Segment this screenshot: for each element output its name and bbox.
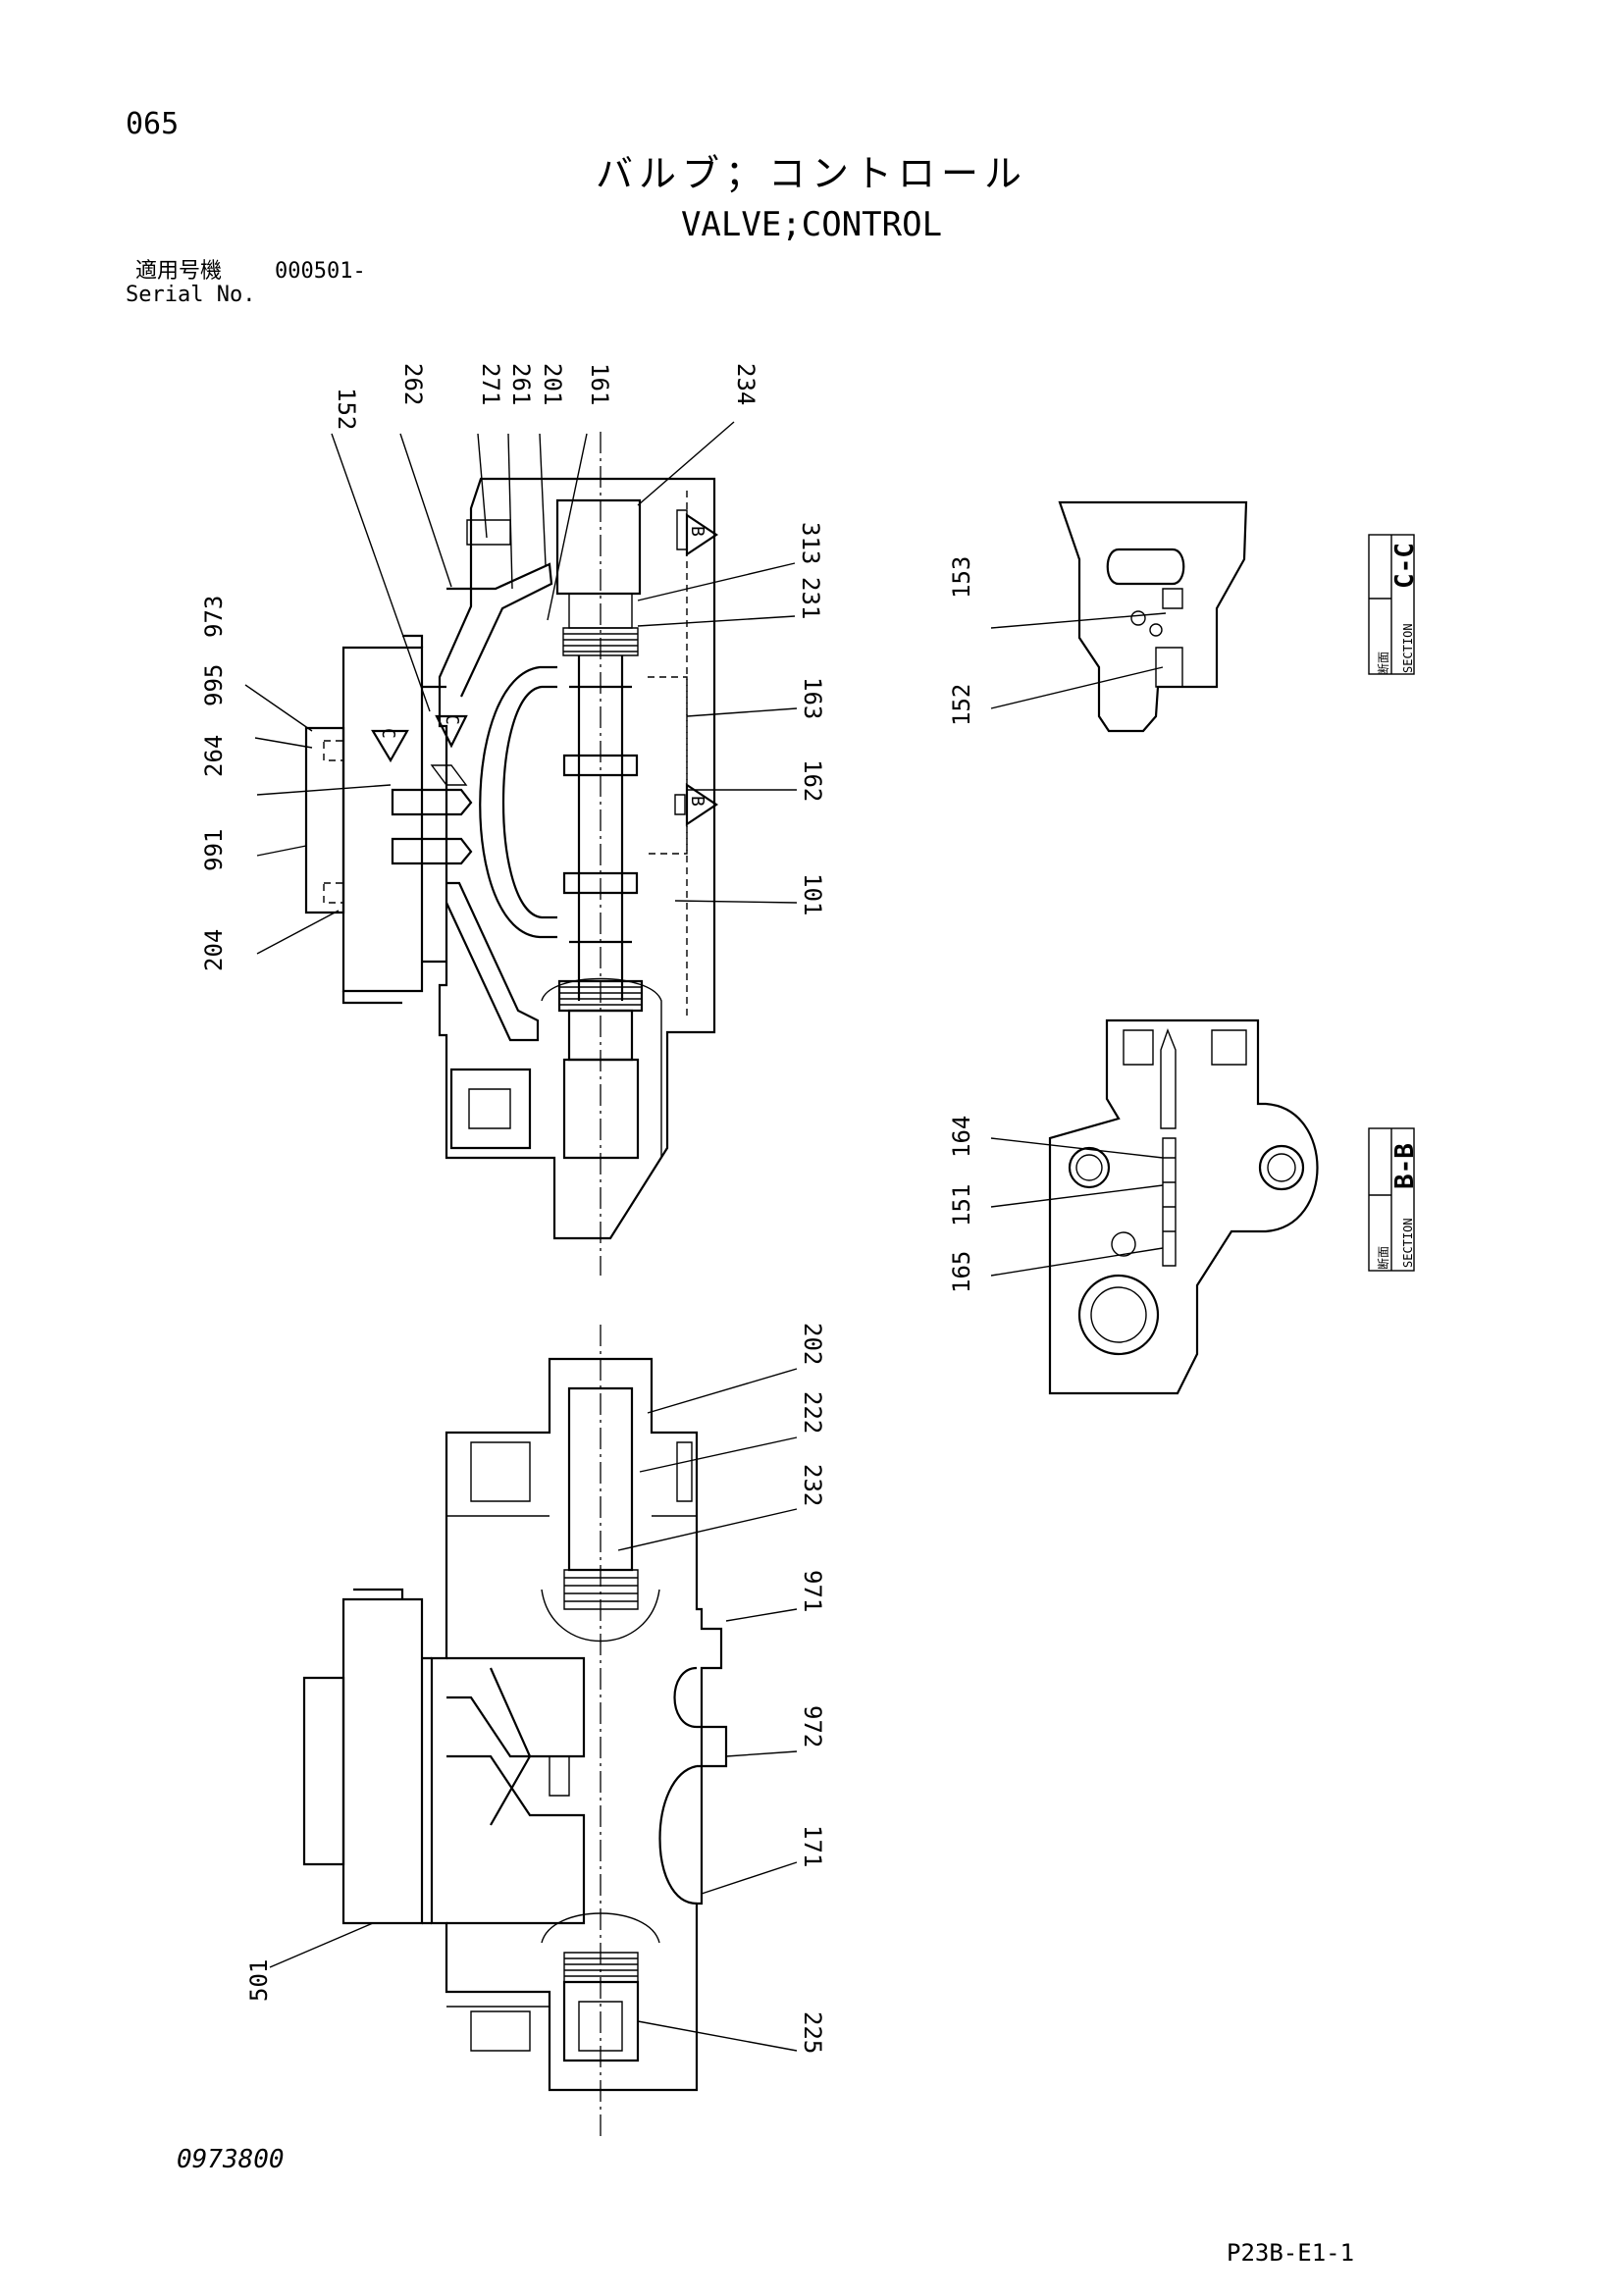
callout-152-main: 152	[333, 388, 360, 430]
section-cc-tag-ja: 断面	[1376, 652, 1390, 675]
main-view-callouts: 152 262 271 261 201 161 234 313 231 163 …	[200, 363, 826, 971]
callout-151: 151	[948, 1184, 975, 1226]
cut-mark-c-2: C	[442, 714, 462, 725]
callout-271: 271	[477, 363, 504, 405]
callout-164: 164	[948, 1116, 975, 1158]
main-view	[244, 421, 798, 1276]
section-cc-label: C-C	[1390, 543, 1420, 589]
callout-204: 204	[200, 929, 228, 971]
callout-972: 972	[799, 1705, 826, 1748]
callout-995: 995	[200, 664, 228, 706]
callout-973: 973	[200, 596, 228, 638]
cut-mark-b-2: B	[687, 796, 707, 807]
callout-163: 163	[799, 677, 826, 719]
page-number: 065	[126, 107, 180, 141]
document-code: 0973800	[177, 2145, 285, 2174]
callout-165: 165	[948, 1251, 975, 1293]
section-cc-tag-en: SECTION	[1401, 623, 1415, 673]
callout-202: 202	[799, 1323, 826, 1365]
callout-313: 313	[797, 522, 824, 564]
section-bb-text: 164 151 165 B-B 断面 SECTION	[948, 1116, 1420, 1293]
serial-range: 000501-	[275, 259, 366, 284]
callout-231: 231	[797, 577, 824, 619]
callout-991: 991	[200, 829, 228, 871]
cut-mark-c-1: C	[378, 728, 398, 739]
callout-161: 161	[586, 363, 613, 405]
callout-201: 201	[539, 363, 566, 405]
title-english: VALVE;CONTROL	[680, 205, 943, 244]
callout-262: 262	[399, 363, 427, 405]
bottom-view-callouts: 202 222 232 971 972 171 225 501	[245, 1323, 826, 2054]
callout-234: 234	[732, 363, 759, 405]
section-cc	[990, 500, 1415, 733]
sheet-reference: P23B-E1-1	[1227, 2239, 1355, 2267]
callout-222: 222	[799, 1391, 826, 1434]
callout-152-section: 152	[948, 684, 975, 726]
callout-232: 232	[799, 1464, 826, 1506]
section-cc-text: 153 152 C-C 断面 SECTION	[948, 543, 1420, 726]
callout-171: 171	[799, 1825, 826, 1867]
callout-225: 225	[799, 2011, 826, 2054]
callout-501: 501	[245, 1959, 273, 2002]
callout-162: 162	[799, 759, 826, 802]
callout-261: 261	[507, 363, 535, 405]
callout-153: 153	[948, 556, 975, 599]
serial-label-japanese: 適用号機	[135, 259, 223, 284]
section-bb-tag-ja: 断面	[1376, 1246, 1390, 1270]
section-bb-tag-en: SECTION	[1401, 1218, 1415, 1268]
callout-101: 101	[799, 873, 826, 915]
callout-971: 971	[799, 1570, 826, 1612]
callout-264: 264	[200, 735, 228, 777]
bottom-view	[269, 1325, 798, 2139]
title-japanese: バルブ；コントロール	[595, 152, 1027, 195]
section-bb-label: B-B	[1390, 1143, 1420, 1189]
section-bb	[990, 1018, 1415, 1395]
cut-mark-b-1: B	[687, 526, 707, 537]
serial-label-english: Serial No.	[126, 283, 256, 307]
